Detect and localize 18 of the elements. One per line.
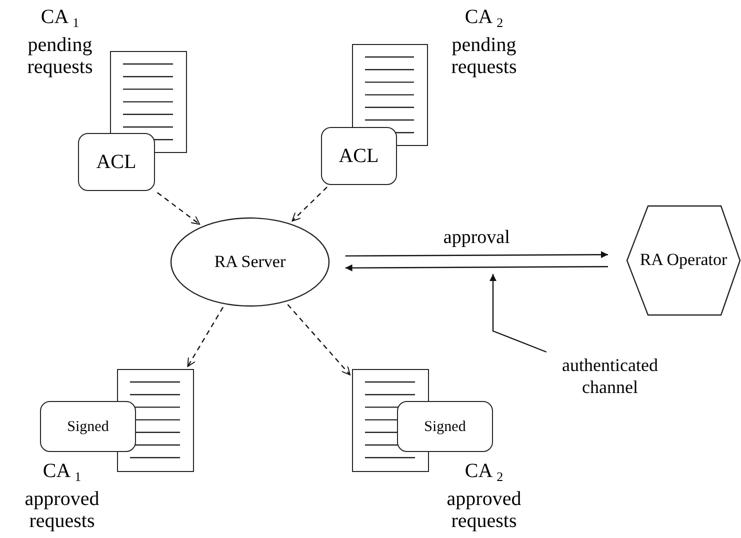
dashed-arrow xyxy=(187,306,224,367)
leader-arrow xyxy=(490,274,547,353)
dashed-arrow xyxy=(157,192,200,225)
rounded-box: Signed xyxy=(397,401,493,452)
document-caption: CA $_{2}$ approved requests xyxy=(446,460,522,532)
rounded-box: Signed xyxy=(40,401,136,452)
arrow xyxy=(345,264,608,272)
rounded-box: ACL xyxy=(78,132,155,191)
document-caption: CA $_{2}$ pending requests xyxy=(450,6,518,78)
arrow xyxy=(345,251,608,258)
text-note: authenticated channel xyxy=(540,352,680,402)
ellipse-node: RA Server xyxy=(170,217,330,307)
rounded-box: ACL xyxy=(320,126,397,185)
hexagon-node: RA Operator xyxy=(626,205,741,316)
dashed-arrow xyxy=(292,186,328,222)
dashed-arrow xyxy=(287,304,350,376)
document-caption: CA $_{1}$ pending requests xyxy=(26,6,94,78)
document-caption: CA $_{1}$ approved requests xyxy=(24,460,100,532)
